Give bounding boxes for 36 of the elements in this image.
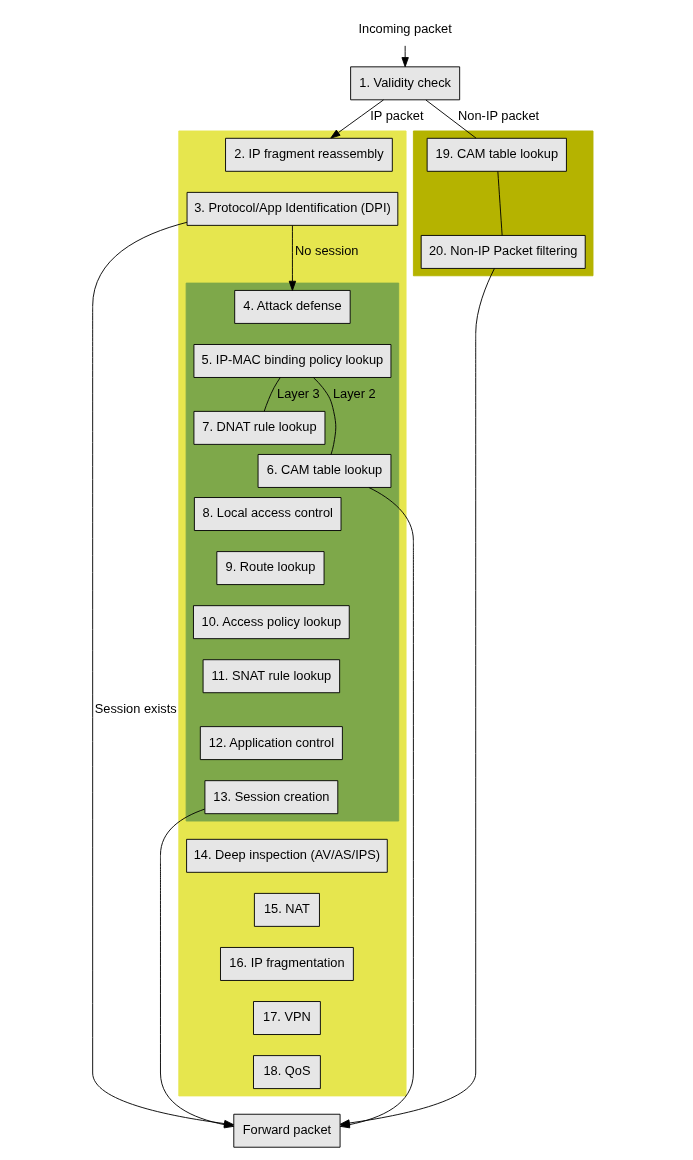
node-text: Incoming packet [358,20,452,36]
edge-label: Layer 2 [332,385,376,401]
node-box: 16. IP fragmentation [220,947,354,981]
node-box: 13. Session creation [204,780,339,815]
edge-label: Session exists [94,701,177,717]
connector [263,377,281,412]
arrow [401,45,409,68]
node-box: 12. Application control [199,726,343,761]
node-box: 1. Validity check [350,66,461,101]
node-box: 7. DNAT rule lookup [193,410,326,445]
arrow [288,225,297,291]
cluster [412,130,594,277]
node-box: 19. CAM table lookup [426,137,567,172]
node-box: 4. Attack defense [234,289,351,324]
connector [425,99,477,139]
node-box: 11. SNAT rule lookup [202,659,341,694]
arrow [330,99,384,139]
node-box: 9. Route lookup [216,551,325,586]
edge-label: IP packet [370,108,424,124]
node-box: 15. NAT [253,892,320,927]
node-box: 8. Local access control [193,497,342,531]
connector [313,377,337,455]
node-box: 20. Non-IP Packet filtering [420,235,586,269]
node-box: 18. QoS [253,1055,321,1090]
node-box: 5. IP-MAC binding policy lookup [193,344,392,378]
node-box: 17. VPN [253,1001,321,1035]
node-box: Forward packet [233,1113,341,1148]
node-box: 14. Deep inspection (AV/AS/IPS) [186,838,388,873]
edge-label: Layer 3 [277,385,320,401]
node-box: 6. CAM table lookup [257,454,392,488]
node-box: 10. Access policy lookup [193,605,350,640]
node-box: 3. Protocol/App Identification (DPI) [186,191,399,226]
node-box: 2. IP fragment reassembly [225,137,393,172]
connector [497,171,503,236]
edge-label: No session [295,243,359,259]
edge-label: Non-IP packet [458,108,540,124]
